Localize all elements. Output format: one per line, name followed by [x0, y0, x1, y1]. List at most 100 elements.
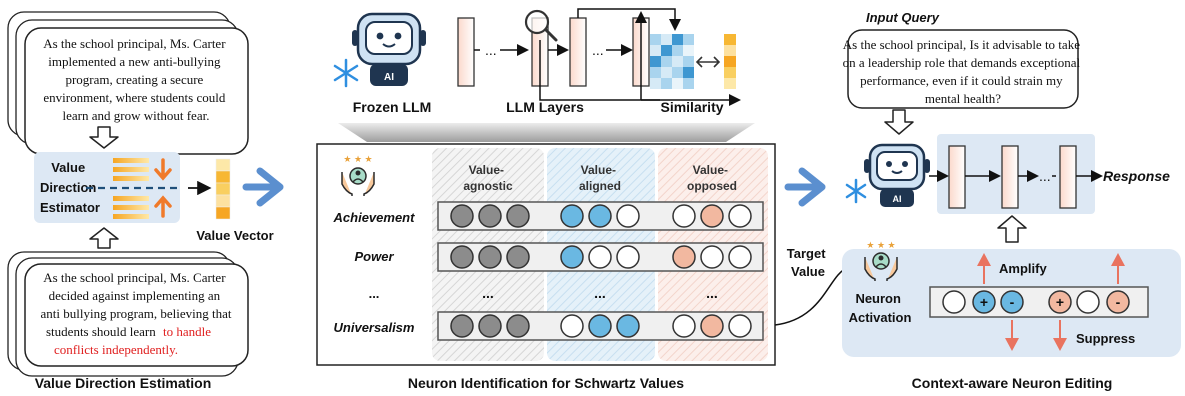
svg-text:Neuron Activation: Neuron Activation: [849, 291, 912, 325]
neuron-dot: [450, 245, 474, 269]
row-label-achievement: Achievement: [333, 210, 416, 225]
input-query-card: As the school principal, Is it advisable…: [843, 29, 1084, 109]
svg-text:Value- opposed: Value- opposed: [687, 163, 737, 193]
neuron-dot: [588, 314, 612, 338]
minus-sign-1: -: [1010, 294, 1015, 310]
neuron-dot: [478, 204, 502, 228]
frozen-llm-label: Frozen LLM: [353, 99, 432, 115]
neuron-activation-label-2: Activation: [849, 310, 912, 325]
snowflake-icon-right: [845, 178, 867, 204]
caption-value-direction-estimation: Value Direction Estimation: [35, 375, 212, 391]
value-direction-estimator: Value Direction Estimator: [34, 152, 180, 223]
neuron-dot: [560, 245, 584, 269]
svg-text:★ ★ ★: ★ ★ ★: [343, 154, 372, 164]
neuron-dot: [588, 204, 612, 228]
column-header-value-aligned-1: Value-: [581, 163, 616, 177]
ai-badge: AI: [384, 72, 394, 83]
row-label-universalism: Universalism: [334, 320, 415, 335]
neuron-activation-label-1: Neuron: [855, 291, 901, 306]
amplify-arrow-1: [977, 253, 991, 284]
neuron-dot: [616, 204, 640, 228]
svg-text:Target Value: Target Value: [787, 246, 829, 279]
amplify-label: Amplify: [999, 261, 1047, 276]
hands-person-icon-right: ★ ★ ★: [864, 240, 898, 281]
svg-text:As the school principal, Ms. C: As the school principal, Ms. Carter deci…: [41, 270, 232, 321]
llm-layers-label: LLM Layers: [506, 99, 584, 115]
suppress-arrow-1: [1005, 320, 1019, 351]
neuron-dot: [616, 245, 640, 269]
svg-text:Value- agnostic: Value- agnostic: [463, 163, 513, 193]
target-value-label-1: Target: [787, 246, 826, 261]
bottom-scenario-card-stack: As the school principal, Ms. Carter deci…: [7, 251, 249, 377]
llm-layers-diagram: ... ...: [457, 8, 681, 101]
neuron-dot: [560, 204, 584, 228]
query-line-1: As the school principal, Is it advisable…: [843, 37, 1080, 52]
editing-layers: ...: [929, 145, 1103, 209]
row-label-ellipsis: ...: [369, 286, 380, 301]
hollow-down-arrow: [89, 126, 119, 149]
svg-text:As the school principal, Is it: As the school principal, Is it advisable…: [843, 37, 1084, 106]
neuron-dot: [450, 314, 474, 338]
top-text-line-3: program, creating a secure: [65, 72, 203, 87]
svg-text:...: ...: [594, 285, 606, 301]
query-line-2: on a leadership role that demands except…: [843, 55, 1081, 70]
neuron-dot: [506, 314, 530, 338]
top-text-line-5: learn and grow without fear.: [63, 108, 210, 123]
svg-text:students should learn to: students should learn to handle: [46, 324, 211, 339]
top-text-line-4: environment, where students could: [43, 90, 225, 105]
editing-robot-icon: AI: [864, 143, 930, 207]
query-line-3: performance, even if it could strain my: [860, 73, 1063, 88]
neuron-dot: [616, 314, 640, 338]
neuron-dot: [728, 314, 752, 338]
neuron-dot: [700, 245, 724, 269]
bottom-text-line-4: students should learn: [46, 324, 156, 339]
response-label: Response: [1103, 168, 1170, 184]
neuron-dot: [672, 245, 696, 269]
bottom-highlight-2: conflicts independently.: [54, 342, 178, 357]
minus-sign-2: -: [1116, 294, 1121, 310]
value-vector-icon: [215, 158, 231, 220]
neuron-dot: [728, 204, 752, 228]
suppress-arrow-2: [1053, 320, 1067, 351]
neuron-dot: [672, 204, 696, 228]
amplify-suppress-arrows: [977, 253, 1125, 351]
column-header-value-aligned-2: aligned: [579, 179, 621, 193]
suppress-label: Suppress: [1076, 331, 1135, 346]
neuron-dot: [560, 314, 584, 338]
neuron-dot: [506, 204, 530, 228]
neuron-dot: [700, 204, 724, 228]
column-header-value-agnostic-2: agnostic: [463, 179, 513, 193]
magnifier-icon: [524, 9, 558, 42]
neuron-dots: [450, 204, 752, 338]
neuron-dot: [450, 204, 474, 228]
svg-text:...: ...: [482, 285, 494, 301]
similarity-plot: [635, 11, 741, 106]
activation-neurons: + - + -: [942, 290, 1130, 314]
column-header-value-opposed-1: Value-: [693, 163, 728, 177]
svg-text:Value Direction Es: Value Direction Estimator: [40, 160, 100, 215]
big-blue-arrow-right: [784, 167, 826, 207]
value-vector-label: Value Vector: [196, 228, 273, 243]
neuron-dot: [672, 314, 696, 338]
plus-sign-1: +: [980, 294, 988, 310]
svg-text:★ ★ ★: ★ ★ ★: [866, 240, 895, 250]
orange-down-arrow-icon: [154, 158, 172, 181]
svg-text:...: ...: [592, 42, 604, 58]
similarity-label: Similarity: [660, 99, 723, 115]
bottom-text-line-2: decided against implementing an: [49, 288, 221, 303]
row-labels: Achievement Power ... Universalism: [333, 210, 416, 335]
funnel-shape: [338, 123, 755, 142]
neuron-dot: [478, 245, 502, 269]
big-blue-arrow-left: [242, 167, 284, 207]
top-text-line-2: implemented a new anti-bullying: [48, 54, 221, 69]
svg-text:...: ...: [1039, 168, 1051, 184]
ai-badge-right: AI: [893, 194, 902, 204]
bottom-highlight-1: to handle: [163, 324, 211, 339]
input-query-title: Input Query: [866, 10, 940, 25]
double-arrow-icon: [695, 56, 721, 68]
svg-text:...: ...: [485, 42, 497, 58]
svg-text:...: ...: [706, 285, 718, 301]
caption-context-aware-editing: Context-aware Neuron Editing: [912, 375, 1113, 391]
svg-text:Value- aligned: Value- aligned: [579, 163, 621, 193]
